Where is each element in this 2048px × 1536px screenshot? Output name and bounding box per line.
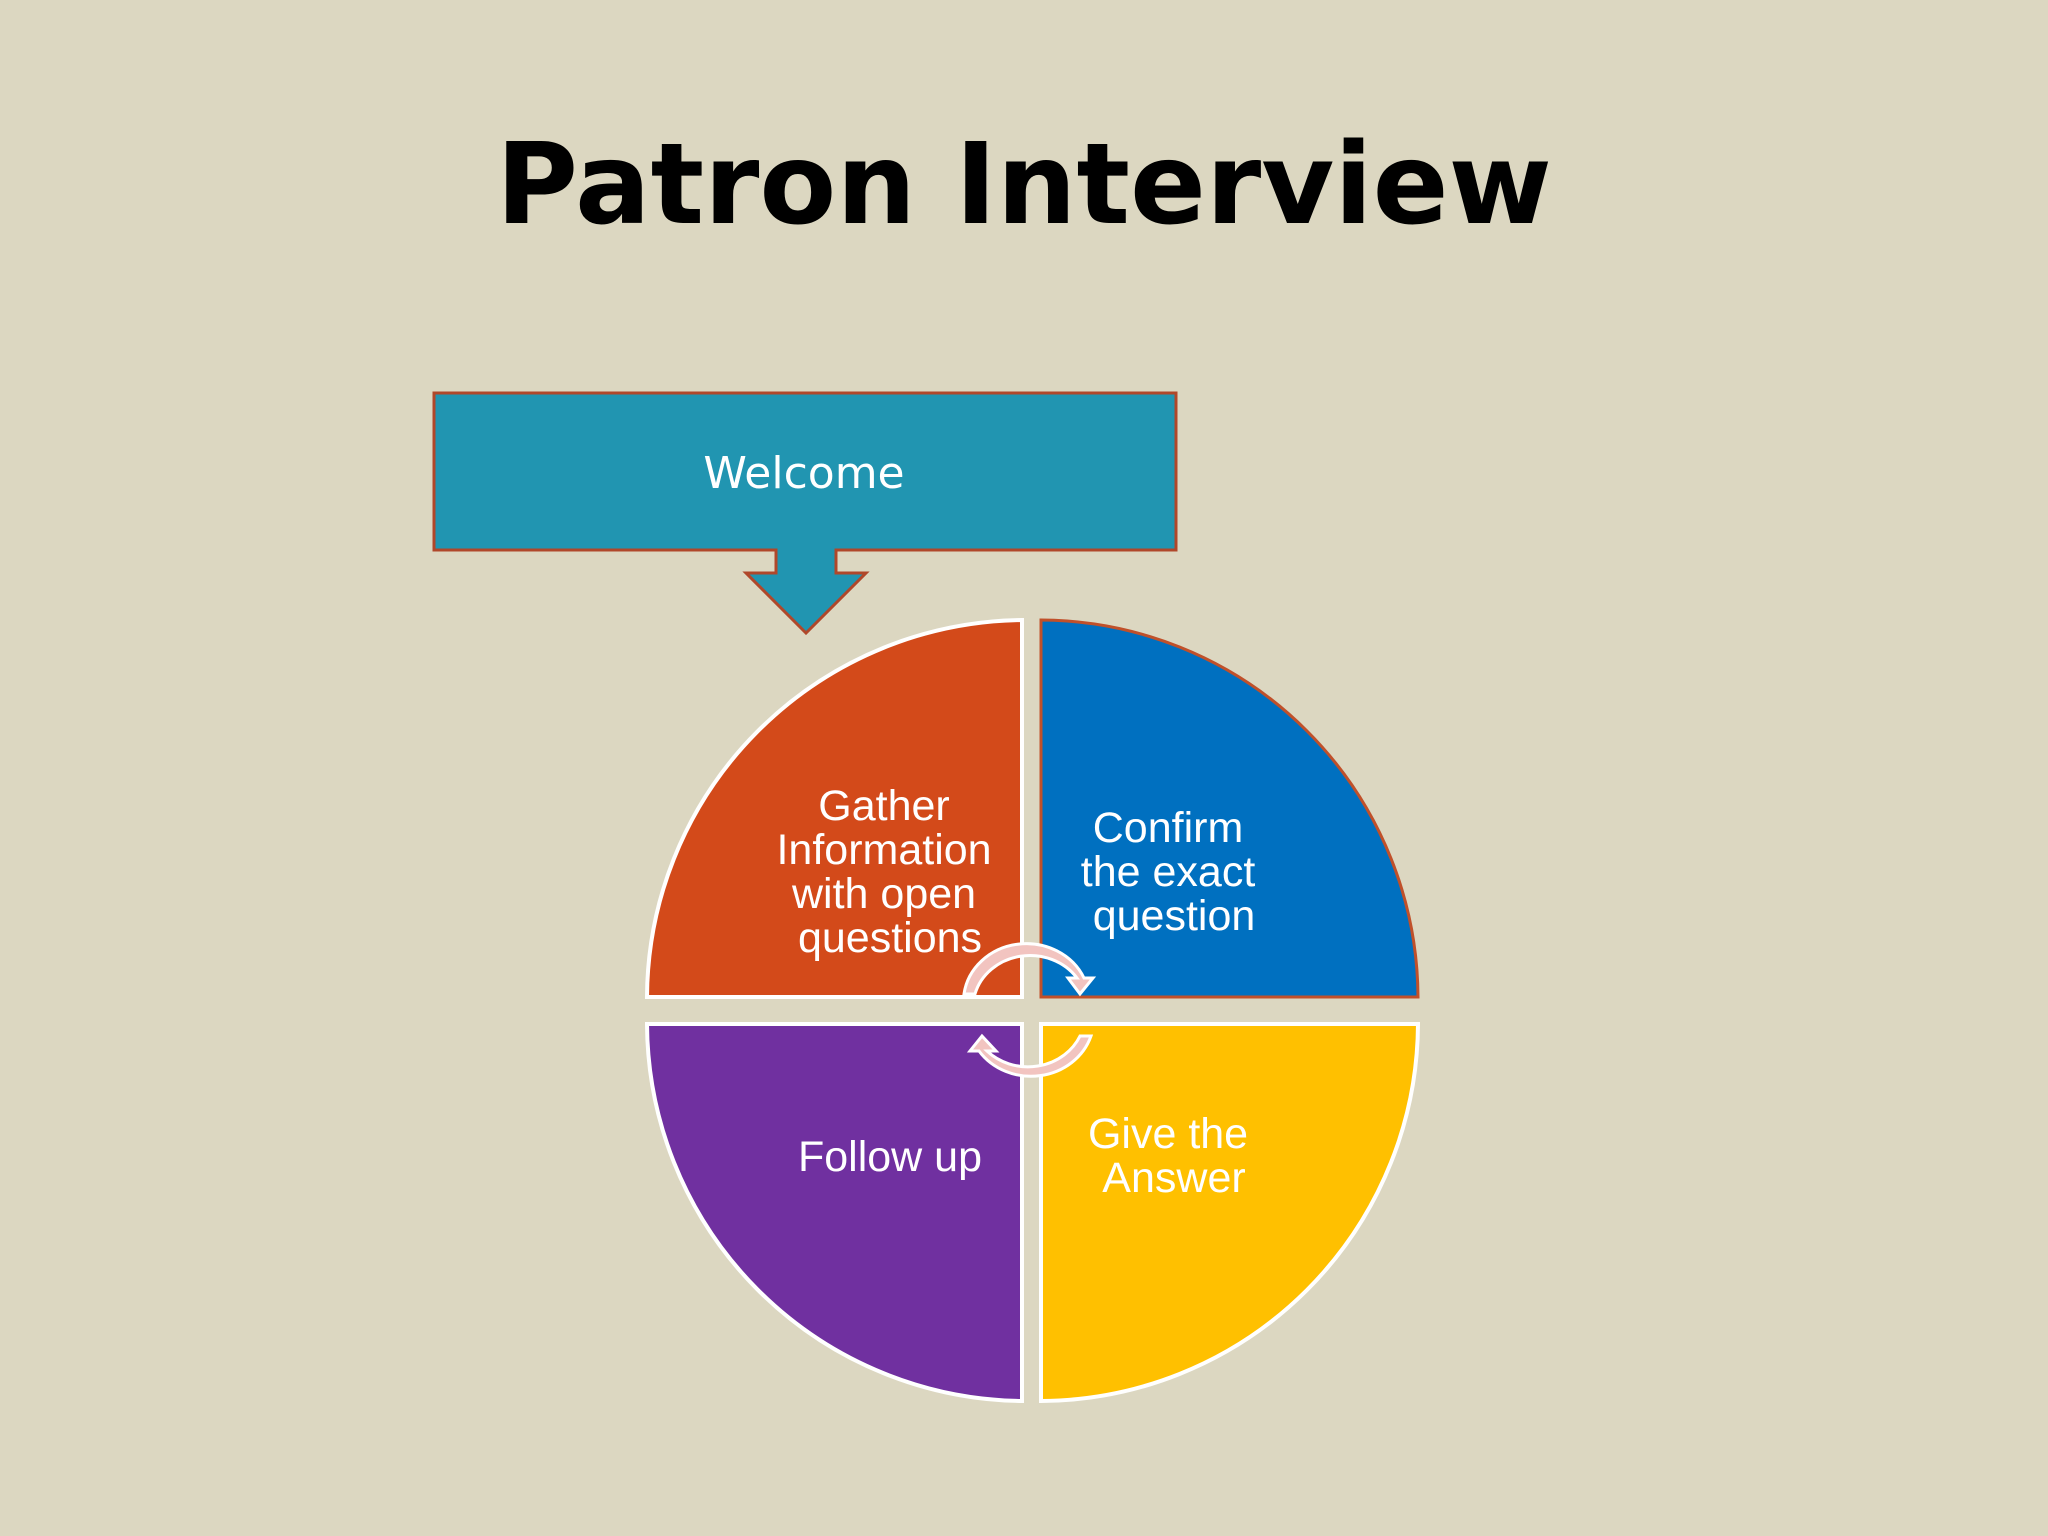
quadrant-answer-label: Give the Answer <box>1088 1110 1260 1202</box>
quadrant-follow <box>644 1022 1024 1404</box>
quadrant-gather <box>644 617 1024 999</box>
quadrant-confirm <box>1039 618 1420 999</box>
slide-title: Patron Interview <box>495 120 1553 250</box>
welcome-label: Welcome <box>703 448 904 499</box>
quadrant-follow-label: Follow up <box>798 1133 982 1181</box>
cycle-arrow-bottom-icon <box>966 1033 1094 1078</box>
welcome-callout <box>432 391 1178 636</box>
cycle-arrow-top-icon <box>962 942 1097 997</box>
quadrant-gather-label: Gather Information with open questions <box>776 782 1003 962</box>
quadrant-answer <box>1039 1022 1421 1404</box>
quadrant-confirm-label: Confirm the exact question <box>1081 804 1267 940</box>
